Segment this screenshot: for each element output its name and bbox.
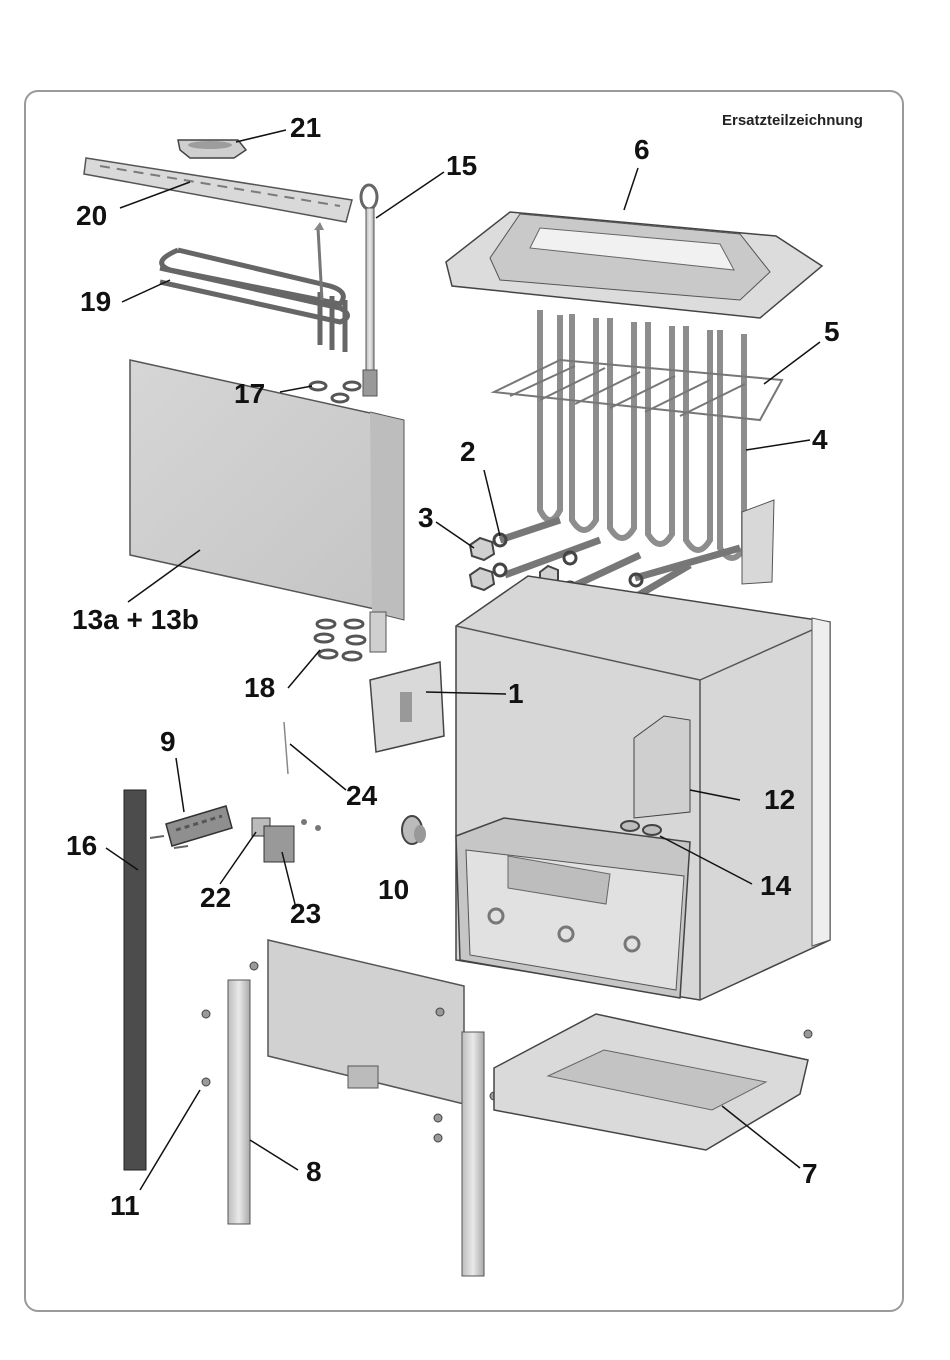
label-19: 19 [80,286,111,318]
label-24: 24 [346,780,377,812]
label-12: 12 [764,784,795,816]
label-7: 7 [802,1158,818,1190]
part-16-tube [124,790,146,1170]
label-8: 8 [306,1156,322,1188]
label-10: 10 [378,874,409,906]
rear-bracket [742,500,774,584]
label-17: 17 [234,378,265,410]
label-14: 14 [760,870,791,902]
label-2: 2 [460,436,476,468]
label-18: 18 [244,672,275,704]
part-17-washers [310,382,360,402]
back-plate [268,940,464,1104]
part-21-tray [178,140,246,158]
label-21: 21 [290,112,321,144]
part-22-23-components [252,818,321,862]
label-23: 23 [290,898,321,930]
part-10-gland [402,816,426,844]
part-4-heating-rods [500,310,744,600]
label-4: 4 [812,424,828,456]
part-9-terminal-block [150,806,232,848]
terminal-tray [456,818,690,998]
label-5: 5 [824,316,840,348]
part-1-slot [400,692,412,722]
label-9: 9 [160,726,176,758]
part-6-top-frame [446,212,822,318]
part-12-box [634,716,690,818]
label-22: 22 [200,882,231,914]
part-24-wire [284,722,288,774]
label-20: 20 [76,200,107,232]
part-19-stud [314,222,324,300]
label-13a-13b: 13a + 13b [72,604,199,636]
label-16: 16 [66,830,97,862]
label-3: 3 [418,502,434,534]
label-6: 6 [634,134,650,166]
part-20-rail [84,158,352,222]
part-18-washers [315,620,365,660]
part-15-rod [361,185,377,396]
label-1: 1 [508,678,524,710]
label-11: 11 [110,1190,140,1222]
part-7-bottom-tray [494,1014,808,1150]
label-15: 15 [446,150,477,182]
